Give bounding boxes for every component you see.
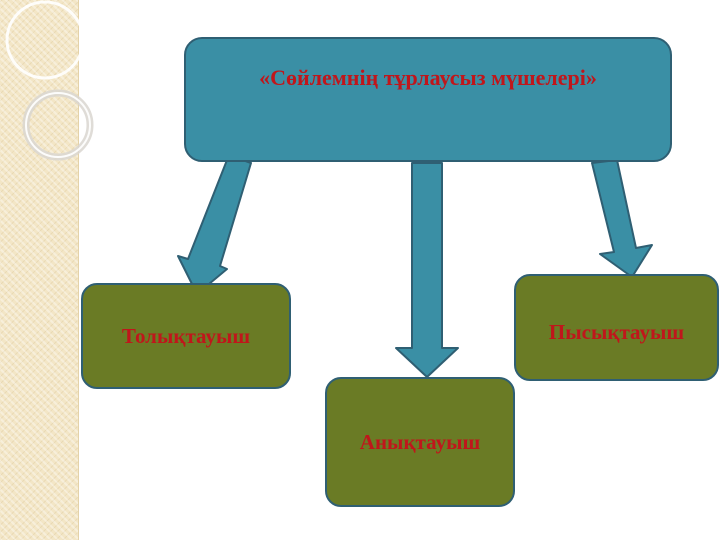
diagram-title: «Сөйлемнің тұрлаусыз мүшелері» (259, 65, 597, 90)
node-right: Пысықтауыш (514, 274, 719, 381)
node-center: Анықтауыш (325, 377, 515, 507)
arrow-to-right-node (591, 159, 653, 278)
node-right-label: Пысықтауыш (548, 320, 685, 344)
decorative-side-panel (0, 0, 79, 540)
arrow-to-left-node (177, 154, 252, 295)
node-left-label: Толықтауыш (121, 323, 251, 348)
node-center-label: Анықтауыш (359, 429, 481, 454)
decorative-rings (5, 0, 94, 161)
arrow-to-center-node (395, 162, 459, 378)
node-left: Толықтауыш (81, 283, 291, 389)
diagram-title-box: «Сөйлемнің тұрлаусыз мүшелері» (184, 37, 672, 162)
